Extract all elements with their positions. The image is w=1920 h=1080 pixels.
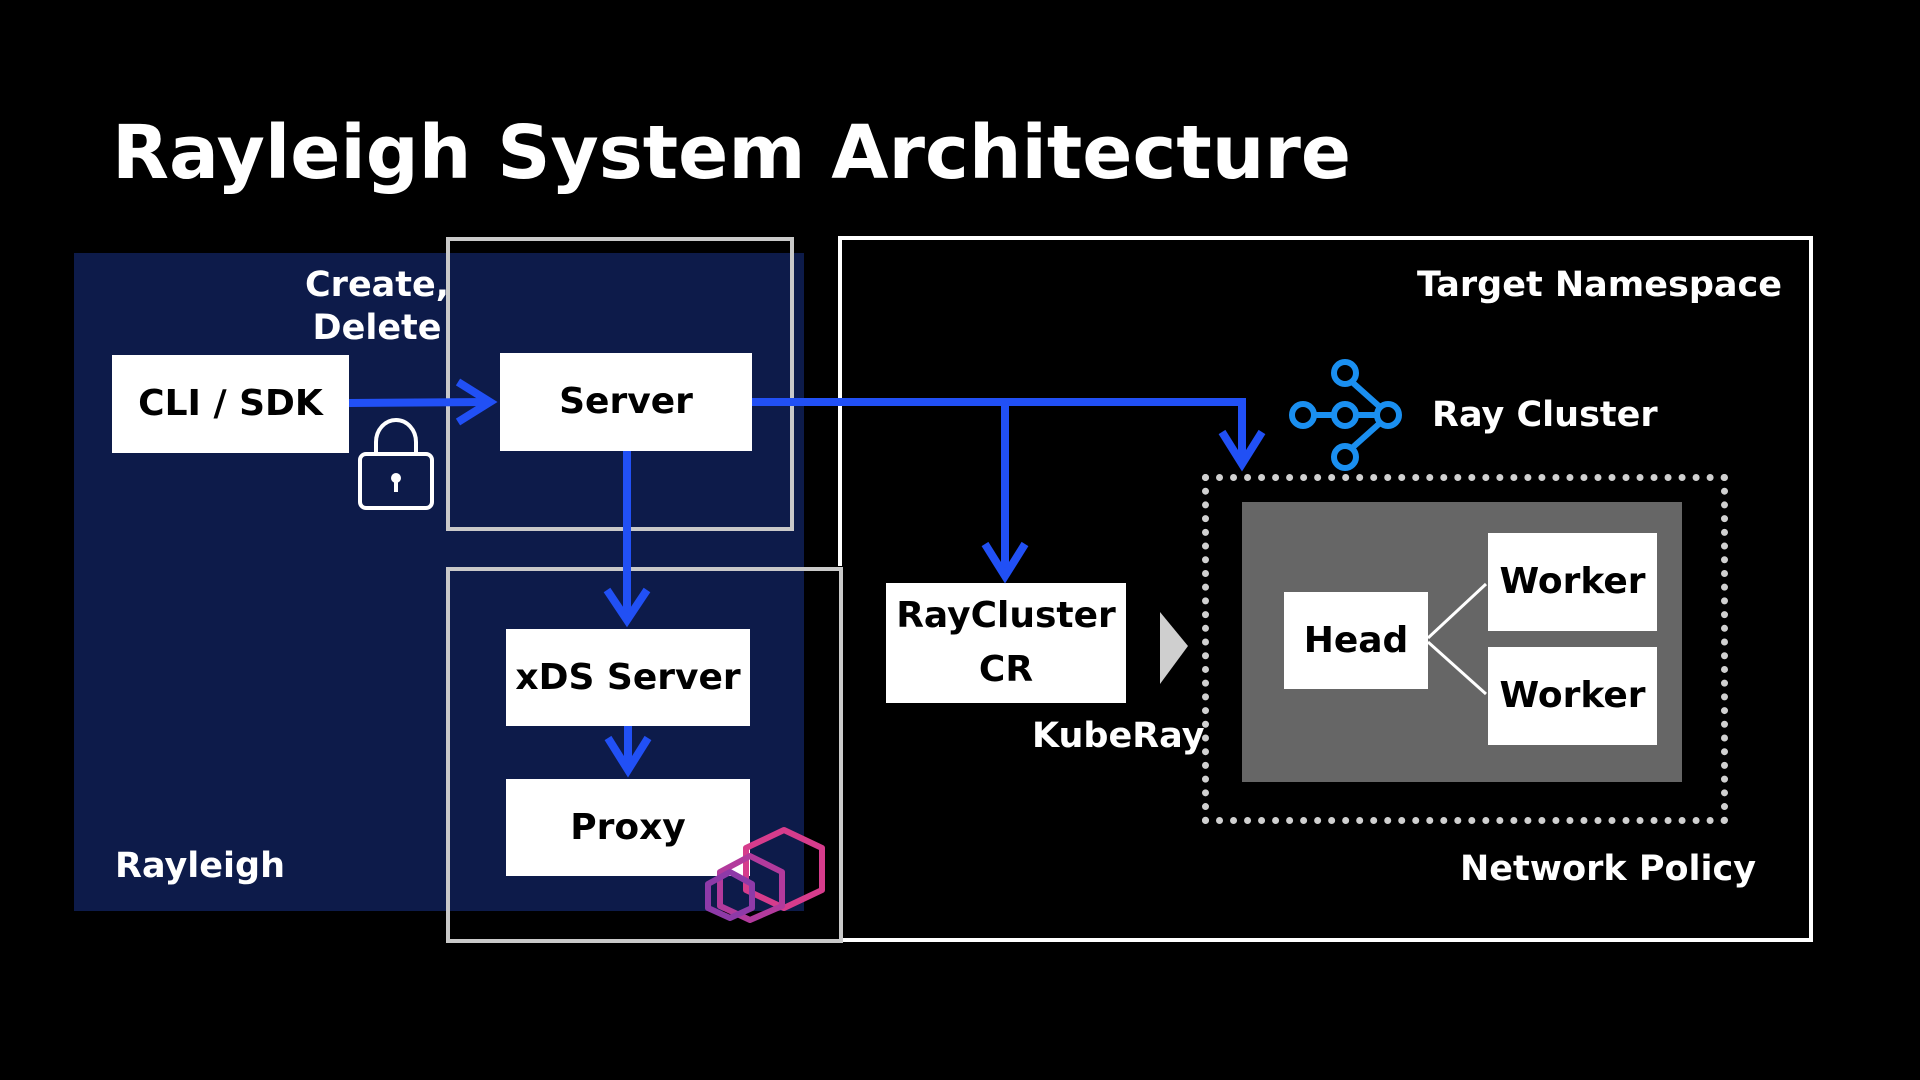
create-delete-label: Create, Delete [305, 264, 449, 350]
arrow-server-to-cr-head [981, 541, 1029, 584]
network-policy-frame [1202, 474, 1728, 824]
create-label-line: Create, [305, 265, 450, 305]
ray-cluster-label: Ray Cluster [1432, 395, 1658, 435]
worker-node-1: Worker [1488, 533, 1657, 631]
target-namespace-border [838, 236, 1813, 942]
raycluster-cr-line2: CR [978, 649, 1034, 690]
target-namespace-label: Target Namespace [1416, 265, 1782, 305]
raycluster-cr-node: RayCluster CR [886, 583, 1126, 703]
kuberay-triangle-icon [1160, 612, 1188, 684]
cli-sdk-node: CLI / SDK [112, 355, 349, 453]
envoy-logo-icon [705, 827, 825, 923]
arrow-server-to-cluster-head [1218, 429, 1266, 472]
network-policy-label: Network Policy [1460, 849, 1757, 889]
lock-icon [358, 418, 434, 510]
proxy-frame [446, 567, 843, 943]
kuberay-label: KubeRay [1032, 716, 1205, 756]
xds-server-node: xDS Server [506, 629, 750, 726]
delete-label-line: Delete [312, 308, 442, 348]
server-frame [446, 237, 794, 531]
page-title: Rayleigh System Architecture [112, 110, 1352, 196]
raycluster-cr-line1: RayCluster [896, 595, 1116, 636]
arrow-xds-to-proxy-head [604, 735, 652, 778]
head-node: Head [1284, 592, 1428, 689]
arrow-server-to-cluster [752, 398, 1246, 462]
connector-head-worker-2 [1426, 640, 1488, 696]
ray-logo-icon [1289, 359, 1402, 471]
arrow-cli-to-server [348, 398, 489, 407]
rayleigh-label: Rayleigh [115, 846, 286, 886]
arrow-server-to-xds-head [603, 587, 651, 628]
server-node: Server [500, 353, 752, 451]
arrow-cli-to-server-head [455, 378, 498, 426]
proxy-node: Proxy [506, 779, 750, 876]
connector-head-worker-1 [1426, 582, 1488, 640]
worker-node-2: Worker [1488, 647, 1657, 745]
